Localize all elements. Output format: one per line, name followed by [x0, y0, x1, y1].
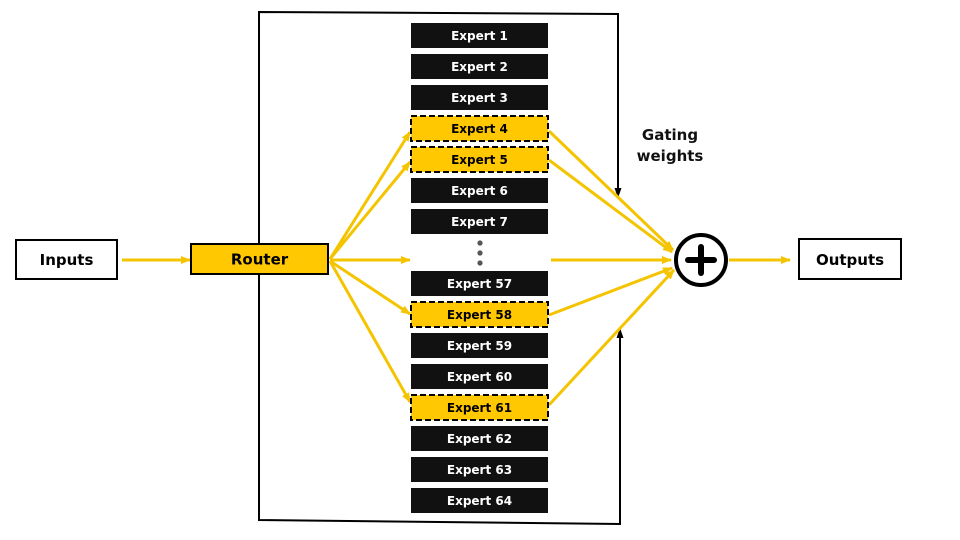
- expert-box: Expert 62: [411, 426, 548, 451]
- gating-label-line2: weights: [636, 147, 704, 165]
- expert-box-active: [410, 394, 549, 421]
- expert-box: Expert 63: [411, 457, 548, 482]
- expert-box: Expert 64: [411, 488, 548, 513]
- expert-label: Expert 59: [447, 339, 512, 353]
- expert-box-inactive: [411, 178, 548, 203]
- expert-label: Expert 64: [447, 494, 512, 508]
- arrow-router-expert-58: [329, 259, 411, 316]
- expert-label: Expert 58: [447, 308, 512, 322]
- experts-top-group: Expert 1 Expert 2 Expert 3 Expert 4 Expert 5…: [410, 23, 549, 234]
- combine-node: [674, 233, 728, 287]
- expert-box: Expert 4: [410, 115, 549, 142]
- expert-label: Expert 6: [451, 184, 508, 198]
- expert-box: Expert 5: [410, 146, 549, 173]
- expert-box: Expert 60: [411, 364, 548, 389]
- experts-bottom-group: Expert 57 Expert 58 Expert 59 Expert 60 Expe…: [410, 271, 549, 513]
- arrow-router-expert-4: [328, 131, 412, 260]
- expert-box-inactive: [411, 488, 548, 513]
- gating-weights-label: Gating weights: [628, 125, 712, 167]
- expert-box-inactive: [411, 23, 548, 48]
- expert-box-inactive: [411, 426, 548, 451]
- outputs-node: Outputs: [798, 238, 902, 280]
- expert-label: Expert 2: [451, 60, 508, 74]
- arrow-router-expert-5: [328, 161, 412, 260]
- expert-label: Expert 61: [447, 401, 512, 415]
- router-label: Router: [231, 251, 289, 269]
- inputs-label: Inputs: [40, 251, 94, 269]
- expert-box-inactive: [411, 271, 548, 296]
- expert-label: Expert 57: [447, 277, 512, 291]
- expert-label: Expert 62: [447, 432, 512, 446]
- outputs-label: Outputs: [816, 251, 884, 269]
- expert-box: Expert 1: [411, 23, 548, 48]
- expert-box-active: [410, 301, 549, 328]
- expert-box-active: [410, 115, 549, 142]
- expert-box-inactive: [411, 333, 548, 358]
- expert-label: Expert 60: [447, 370, 512, 384]
- expert-box-inactive: [411, 209, 548, 234]
- expert-box: Expert 7: [411, 209, 548, 234]
- expert-label: Expert 1: [451, 29, 508, 43]
- expert-box: Expert 2: [411, 54, 548, 79]
- expert-box: Expert 59: [411, 333, 548, 358]
- expert-label: Expert 7: [451, 215, 508, 229]
- expert-box-inactive: [411, 364, 548, 389]
- expert-box: Expert 3: [411, 85, 548, 110]
- expert-box: Expert 61: [410, 394, 549, 421]
- expert-box-inactive: [411, 457, 548, 482]
- expert-box-inactive: [411, 54, 548, 79]
- arrow-expert-61-combine: [547, 268, 676, 407]
- routing-arrows: [122, 129, 791, 407]
- inputs-node: Inputs: [15, 239, 118, 280]
- gating-label-line1: Gating: [641, 126, 699, 144]
- expert-box-active: [410, 146, 549, 173]
- expert-box-inactive: [411, 85, 548, 110]
- expert-label: Expert 5: [451, 153, 508, 167]
- ellipsis-dots-icon: [477, 240, 483, 266]
- arrow-expert-58-combine: [548, 266, 673, 317]
- arrow-expert-5-combine: [548, 158, 673, 254]
- arrow-router-expert-61: [328, 260, 412, 403]
- expert-box: Expert 6: [411, 178, 548, 203]
- expert-box: Expert 57: [411, 271, 548, 296]
- expert-label: Expert 4: [451, 122, 508, 136]
- arrow-expert-4-combine: [547, 129, 675, 252]
- expert-label: Expert 63: [447, 463, 512, 477]
- plus-icon: [685, 244, 717, 276]
- router-node: Router: [190, 243, 329, 275]
- expert-box: Expert 58: [410, 301, 549, 328]
- expert-label: Expert 3: [451, 91, 508, 105]
